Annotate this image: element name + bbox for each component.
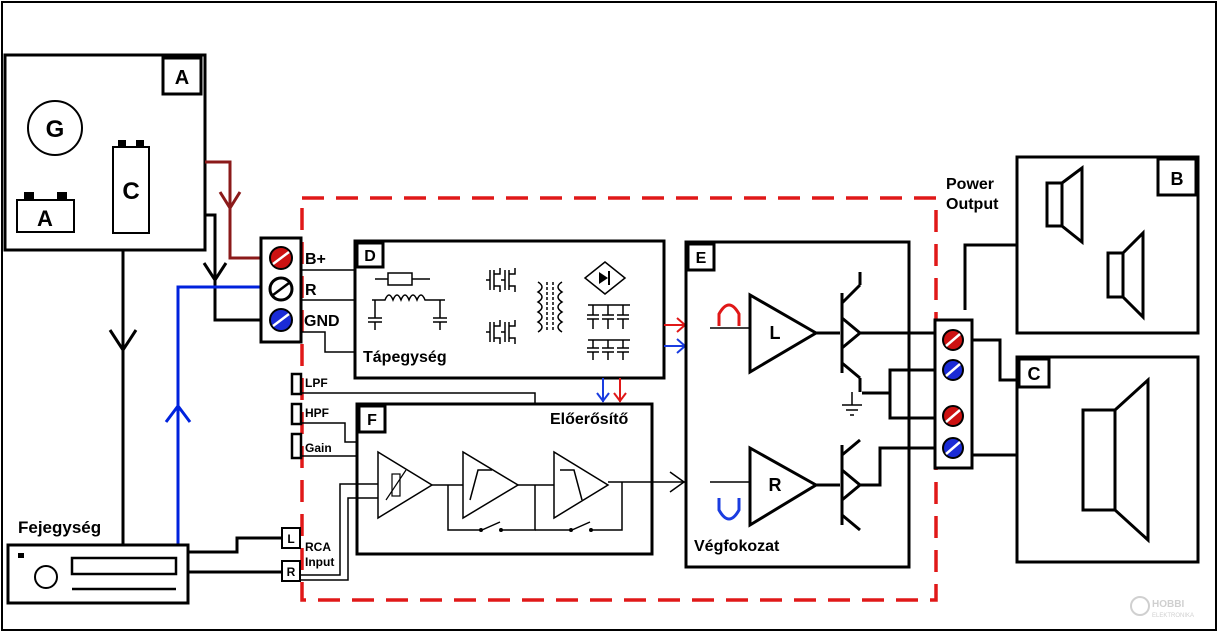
- capacitor-icon: [112, 140, 150, 234]
- left-amp-label: L: [770, 323, 781, 343]
- output-right-plus-icon: [942, 405, 964, 427]
- tweeter-icon: [1045, 165, 1084, 246]
- left-output-transistors-icon: [840, 272, 935, 392]
- wires-power: [108, 160, 278, 545]
- block-b-speakers: B: [1015, 155, 1200, 335]
- block-e-power-stage: E L R: [684, 240, 935, 569]
- rca-left-label: L: [287, 532, 294, 546]
- output-left-minus-icon: [942, 359, 964, 381]
- gain-amp-icon: [377, 450, 434, 520]
- lc-filter-icon: [368, 272, 447, 330]
- midrange-icon: [1106, 229, 1145, 321]
- block-f-label: F: [367, 412, 377, 429]
- output-right-minus-icon: [942, 437, 964, 459]
- watermark-logo: HOBBI ELEKTRONIKA: [1130, 596, 1194, 619]
- terminal-remote-icon: [268, 276, 294, 302]
- right-amp-icon: [748, 445, 819, 528]
- transformer-icon: [536, 281, 564, 333]
- block-a-vehicle-electrics: A G A C: [3, 53, 207, 252]
- block-c-subwoofer: C: [1015, 355, 1200, 564]
- block-b-label: B: [1171, 169, 1184, 189]
- power-output-label-line2: Output: [946, 196, 999, 213]
- svg-text:ELEKTRONIKA: ELEKTRONIKA: [1152, 613, 1194, 619]
- rca-input-label-line2: Input: [305, 555, 334, 569]
- right-amp-label: R: [769, 475, 782, 495]
- block-d-power-supply: D: [353, 239, 666, 380]
- generator-icon: [27, 100, 83, 156]
- cd-slot-icon: [70, 556, 178, 576]
- terminal-gnd-icon: [269, 308, 293, 332]
- power-output-label-line1: Power: [946, 176, 994, 193]
- terminal-bplus-label: B+: [305, 251, 326, 268]
- battery-symbol: A: [37, 206, 53, 231]
- left-amp-icon: [748, 292, 819, 375]
- block-f-preamp: F Előerősítő: [355, 402, 686, 556]
- terminal-remote-label: R: [305, 282, 317, 299]
- power-terminal-block: [259, 236, 303, 344]
- ground-icon: [842, 392, 862, 416]
- rca-right-label: R: [287, 565, 296, 579]
- lpf-connector[interactable]: [290, 372, 303, 396]
- rca-input-label-line1: RCA: [305, 540, 331, 554]
- svg-text:HOBBI: HOBBI: [1152, 599, 1184, 610]
- gain-connector[interactable]: [290, 432, 303, 460]
- left-input-curve-icon: [717, 303, 741, 326]
- output-left-plus-icon: [942, 329, 964, 351]
- generator-symbol: G: [46, 116, 65, 143]
- capacitor-symbol: C: [122, 178, 139, 205]
- output-terminal-block: [933, 318, 974, 470]
- head-unit-title: Fejegység: [18, 518, 101, 537]
- battery-icon: [16, 192, 75, 233]
- head-unit: [6, 543, 190, 605]
- gain-label: Gain: [305, 441, 332, 455]
- hpf-connector[interactable]: [290, 402, 303, 426]
- rca-connectors: L R: [281, 527, 301, 582]
- lpf-label: LPF: [305, 376, 328, 390]
- hpf-label: HPF: [305, 406, 329, 420]
- block-c-label: C: [1028, 364, 1041, 384]
- preamp-title: Előerősítő: [550, 411, 628, 428]
- terminal-gnd-label: GND: [304, 313, 340, 330]
- power-stage-title: Végfokozat: [694, 538, 780, 555]
- filter-capacitors-icon: [587, 304, 630, 360]
- volume-knob-icon: [34, 565, 58, 589]
- terminal-bplus-icon: [269, 246, 293, 270]
- rectifier-bridge-icon: [583, 261, 627, 295]
- rca-right-connector[interactable]: [281, 560, 301, 582]
- right-input-curve-icon: [717, 498, 741, 521]
- subwoofer-icon: [1081, 376, 1150, 544]
- block-a-label: A: [175, 67, 189, 89]
- block-e-label: E: [696, 250, 707, 267]
- rca-left-connector[interactable]: [281, 527, 301, 549]
- right-output-transistors-icon: [840, 438, 935, 532]
- power-supply-title: Tápegység: [363, 349, 447, 366]
- block-d-label: D: [364, 248, 376, 265]
- mosfet-switches-icon: [486, 268, 516, 344]
